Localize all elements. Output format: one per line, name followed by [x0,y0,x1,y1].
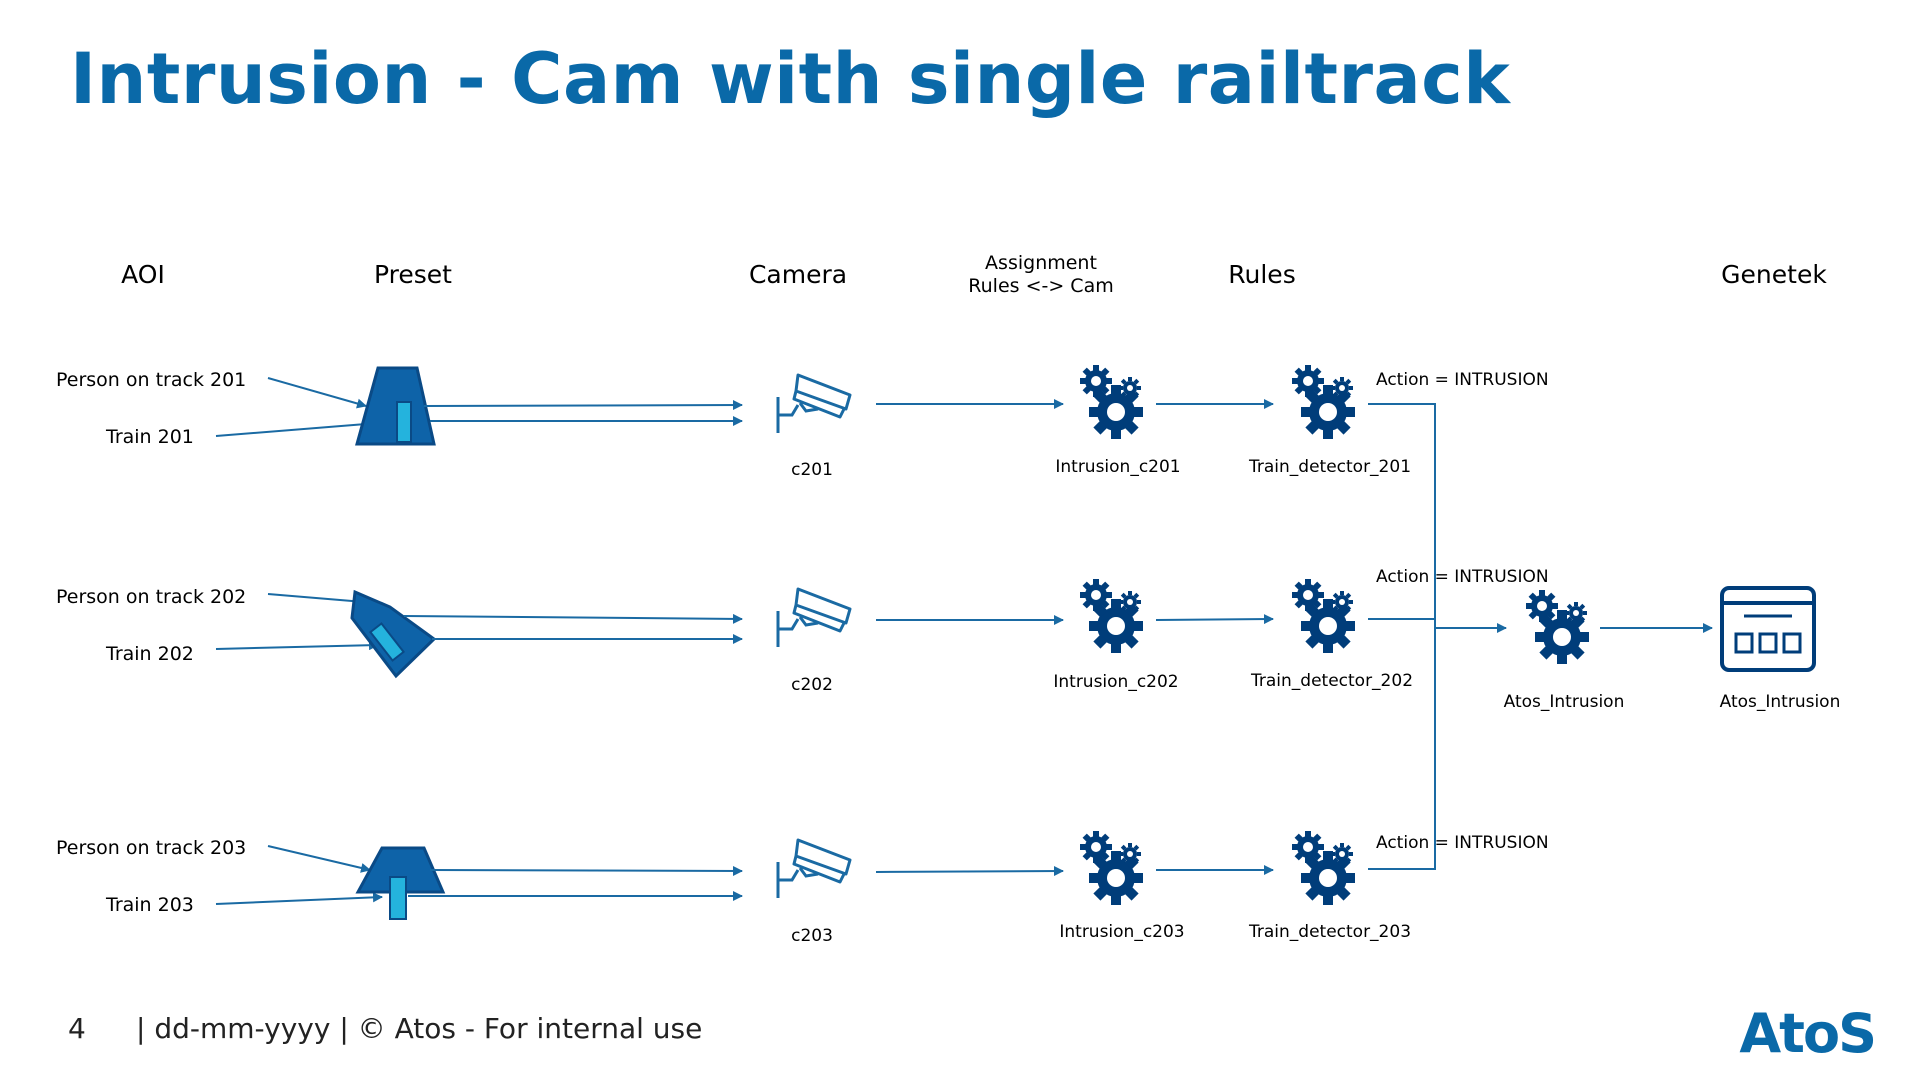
cctv-camera-icon [776,838,852,900]
camera-preset-icon [355,846,446,920]
merge-node-caption: Atos_Intrusion [1503,692,1625,712]
aoi-arrow [267,377,367,409]
rule-to-merge-connector [1368,403,1436,628]
preset-to-camera-arrow [403,613,743,624]
gears-icon [1526,590,1589,664]
column-header-camera: Camera [748,260,848,289]
aoi-arrow [215,640,379,651]
cctv-camera-icon [776,587,852,649]
camera-preset-icon [350,589,437,679]
assignment-header-line1: Assignment [985,252,1097,274]
column-header-genetek: Genetek [1721,260,1827,289]
camera-caption: c203 [791,926,833,946]
cctv-camera-icon [776,373,852,435]
footer-text: | dd-mm-yyyy | © Atos - For internal use [136,1012,703,1045]
aoi-person-label: Person on track 201 [56,369,247,391]
aoi-arrow [267,845,371,873]
aoi-person-label: Person on track 202 [56,586,247,608]
column-header-preset: Preset [374,260,452,289]
camera-caption: c202 [791,675,833,695]
assignment-caption: Intrusion_c201 [1055,457,1181,477]
camera-to-assignment-arrow [875,866,1064,877]
action-label: Action = INTRUSION [1376,833,1549,853]
assignment-to-rule-arrow [1155,614,1274,625]
preset-to-camera-arrow [429,865,743,876]
column-header-rules: Rules [1228,260,1296,289]
rule-caption: Train_detector_203 [1248,922,1412,942]
gears-icon [1080,365,1143,439]
page-number: 4 [68,1012,86,1045]
action-label: Action = INTRUSION [1376,567,1549,587]
gears-icon [1292,365,1355,439]
assignment-caption: Intrusion_c203 [1059,922,1185,942]
aoi-train-label: Train 202 [106,643,194,665]
gears-icon [1292,831,1355,905]
gears-icon [1292,579,1355,653]
rule-caption: Train_detector_201 [1248,457,1412,477]
camera-preset-icon [355,366,436,446]
aoi-arrow [215,892,383,905]
assignment-header-line2: Rules <-> Cam [968,275,1114,297]
genetek-node-caption: Atos_Intrusion [1719,692,1841,712]
camera-caption: c201 [791,460,833,480]
dashboard-window-icon [1720,586,1816,672]
aoi-train-label: Train 203 [106,894,194,916]
action-label: Action = INTRUSION [1376,370,1549,390]
aoi-person-label: Person on track 203 [56,837,247,859]
footer: 4 | dd-mm-yyyy | © Atos - For internal us… [68,1012,702,1045]
column-header-aoi: AOI [121,260,165,289]
gears-icon [1080,579,1143,653]
aoi-train-label: Train 201 [106,426,194,448]
rule-to-merge-connector [1368,628,1436,870]
preset-to-camera-arrow [423,400,743,411]
aoi-arrow [215,423,367,437]
gears-icon [1080,831,1143,905]
aoi-arrow [267,593,365,607]
assignment-caption: Intrusion_c202 [1053,672,1179,692]
column-header-assignment: Assignment Rules <-> Cam [968,252,1113,298]
atos-logo: AtoS [1739,1002,1877,1065]
page-title: Intrusion - Cam with single railtrack [70,38,1511,120]
rule-caption: Train_detector_202 [1250,671,1414,691]
